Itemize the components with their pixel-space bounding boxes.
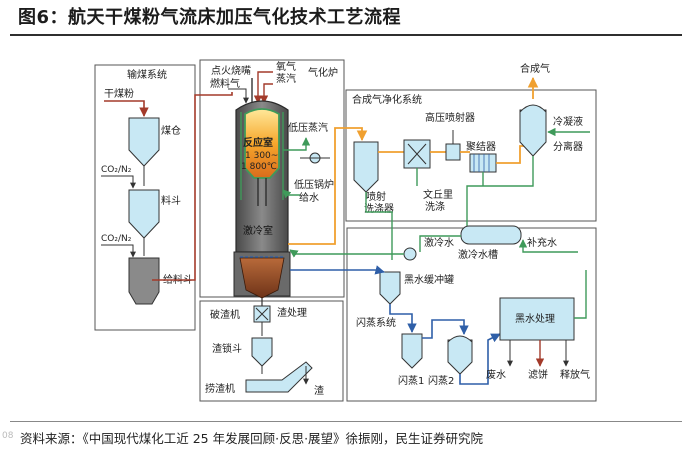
source-rule — [10, 421, 682, 422]
label-co2n2-b: CO₂/N₂ — [101, 234, 132, 244]
flash2-vessel — [447, 339, 473, 375]
label-crusher: 破渣机 — [210, 308, 240, 321]
flash1-vessel — [401, 333, 423, 369]
label-fuel-gas: 燃料气 — [210, 77, 240, 90]
co2n2-line-a — [101, 175, 136, 189]
lp-steam-line — [283, 137, 311, 151]
label-ignition: 点火烧嘴 — [211, 64, 251, 77]
label-quench-chamber: 激冷室 — [243, 224, 273, 237]
fuel-gas-line — [228, 88, 249, 104]
label-venturi2: 洗涤 — [425, 200, 445, 213]
label-condensate: 冷凝液 — [553, 115, 583, 128]
label-flash-system: 闪蒸系统 — [356, 316, 396, 329]
label-flash1: 闪蒸1 — [398, 374, 424, 387]
source-note: 资料来源：《中国现代煤化工近 25 年发展回顾·反思·展望》徐振刚，民生证券研究… — [20, 431, 484, 446]
blackwater-treatment-box — [499, 297, 575, 341]
label-makeup-water: 补充水 — [527, 236, 557, 249]
flash1-to-flash2 — [422, 319, 469, 339]
coal-bunker-vessel — [128, 117, 160, 167]
label-dry-coal: 干煤粉 — [104, 87, 134, 100]
label-slag-lock: 渣锁斗 — [212, 342, 242, 355]
label-coalescer: 聚结器 — [466, 140, 496, 153]
gasifier-box — [199, 59, 345, 298]
label-syngas-purification: 合成气净化系统 — [352, 93, 422, 106]
label-coal-bunker: 煤仓 — [161, 124, 181, 137]
tank-to-pump — [419, 235, 461, 252]
separator-to-tank — [466, 156, 534, 226]
label-co2n2-a: CO₂/N₂ — [101, 165, 132, 175]
label-syngas: 合成气 — [520, 62, 550, 75]
label-feed-water: 给水 — [299, 191, 319, 204]
label-lp-steam: 低压蒸汽 — [288, 121, 328, 134]
quench-tank-vessel — [460, 225, 522, 245]
label-temperature2: 1 800℃ — [241, 162, 277, 172]
label-spray-scrubber2: 洗涤器 — [364, 202, 394, 215]
label-slag-treatment: 渣处理 — [277, 306, 307, 319]
label-slag: 渣 — [314, 384, 324, 397]
spray-scrubber-vessel — [353, 141, 379, 193]
label-slag-conveyor: 捞渣机 — [205, 382, 235, 395]
title-rule — [10, 34, 682, 36]
co2n2-line-b — [101, 244, 136, 258]
syngas-purification-box — [345, 89, 597, 222]
label-steam: 蒸汽 — [276, 72, 296, 85]
raw-syngas-line — [288, 127, 368, 245]
separator-top — [519, 104, 547, 113]
slag-treatment-box — [199, 300, 344, 402]
label-coal-system: 输煤系统 — [127, 68, 167, 81]
label-reaction-chamber: 反应室 — [243, 136, 273, 149]
slag-conveyor — [245, 361, 313, 393]
label-blackwater-treatment: 黑水处理 — [515, 313, 555, 325]
label-blackwater-buffer: 黑水缓冲罐 — [404, 273, 454, 286]
slag-lock-vessel — [251, 337, 273, 367]
slag-bath — [239, 257, 285, 299]
quench-pump-icon — [403, 247, 417, 261]
makeup-water-line — [518, 239, 578, 253]
flash2-top — [447, 335, 473, 343]
feed-water-line — [282, 189, 300, 199]
label-spray-scrubber: 喷射 — [366, 191, 386, 203]
flash2-to-treatment — [459, 333, 501, 385]
label-wastewater: 废水 — [486, 368, 506, 381]
coalescer-elements — [473, 154, 490, 172]
lock-hopper-vessel — [128, 189, 160, 239]
buffer-to-flash1 — [389, 304, 417, 333]
coal-feed-line — [152, 92, 233, 281]
label-release-gas: 释放气 — [560, 368, 590, 381]
label-filter-cake: 滤饼 — [528, 368, 548, 381]
label-lock-hopper: 料斗 — [161, 194, 181, 207]
blackwater-out-line — [290, 265, 385, 275]
crusher-cross — [255, 307, 269, 321]
oxygen-line — [253, 71, 273, 104]
label-lp-boiler: 低压锅炉 — [294, 178, 334, 191]
feed-hopper-vessel — [128, 257, 160, 305]
figure-title: 图6：航天干煤粉气流床加压气化技术工艺流程 — [18, 7, 402, 28]
label-separator: 分离器 — [553, 140, 583, 153]
label-quench-tank: 激冷水槽 — [458, 248, 498, 261]
steam-line — [259, 83, 273, 104]
watermark: 08 — [2, 431, 14, 441]
label-hp-ejector: 高压喷射器 — [425, 111, 475, 124]
separator-vessel — [519, 109, 547, 157]
venturi-cross — [407, 143, 427, 165]
blackwater-buffer-vessel — [379, 271, 401, 305]
dry-coal-line — [104, 100, 149, 117]
hp-ejector — [445, 143, 461, 161]
scrubber-to-flash — [365, 192, 393, 260]
label-gasifier: 气化炉 — [308, 66, 338, 79]
label-venturi: 文丘里 — [423, 188, 453, 201]
label-quench-water: 激冷水 — [424, 236, 454, 249]
treatment-recycle — [574, 270, 587, 319]
label-temperature: 1 300~ — [245, 151, 278, 161]
label-flash2: 闪蒸2 — [428, 374, 454, 387]
reaction-chamber — [244, 108, 280, 179]
label-oxygen: 氧气 — [276, 60, 296, 73]
quench-water-return — [289, 249, 404, 258]
